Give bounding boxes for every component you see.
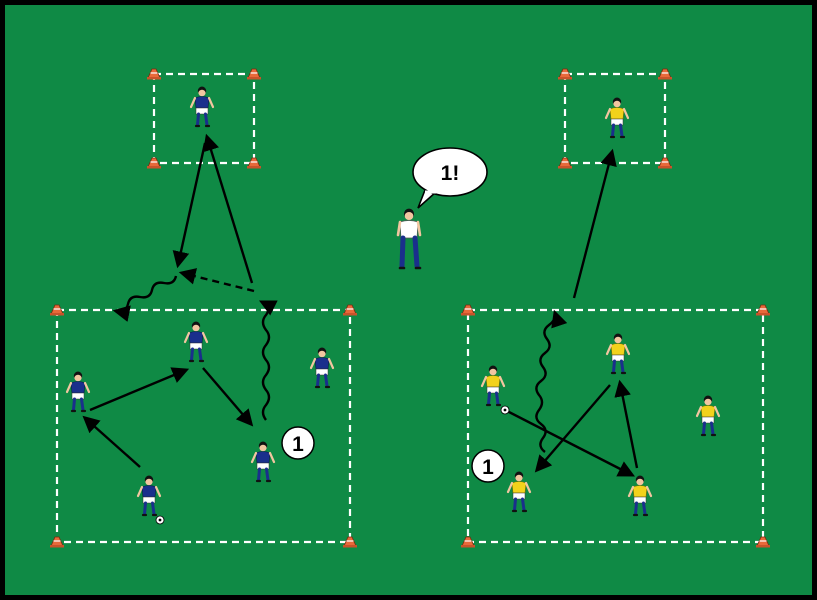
coach-speech-bubble: 1! <box>412 147 488 209</box>
pass-arrow <box>89 367 190 412</box>
right-grid <box>466 308 765 544</box>
pass-arrow <box>572 148 617 299</box>
right-number-marker: 1 <box>471 449 505 483</box>
pass-arrow <box>614 379 639 469</box>
right-movement-arrows <box>504 148 639 477</box>
dribble-arrow <box>535 309 568 453</box>
pitch <box>5 5 812 595</box>
left-target-box <box>152 72 256 165</box>
right-target-box <box>563 72 667 165</box>
pass-arrow <box>82 415 141 468</box>
left-grid <box>55 308 352 544</box>
field-markings <box>55 72 765 544</box>
left-number-label: 1 <box>292 433 304 456</box>
pass-arrow <box>504 408 635 477</box>
ball-icon <box>155 515 165 525</box>
pass-arrow <box>172 142 207 269</box>
pass-arrow <box>534 384 611 473</box>
run-arrow-dashed <box>178 268 255 293</box>
coach-icon <box>396 208 422 270</box>
dribble-arrow <box>112 275 178 322</box>
pass-arrow <box>202 133 254 284</box>
ball-icon <box>500 405 510 415</box>
left-movement-arrows <box>82 133 278 468</box>
pass-arrow <box>202 367 254 427</box>
coach-speech-text: 1! <box>441 162 460 185</box>
left-number-marker: 1 <box>281 426 315 460</box>
dribble-arrow <box>258 300 278 421</box>
right-number-label: 1 <box>482 456 494 479</box>
